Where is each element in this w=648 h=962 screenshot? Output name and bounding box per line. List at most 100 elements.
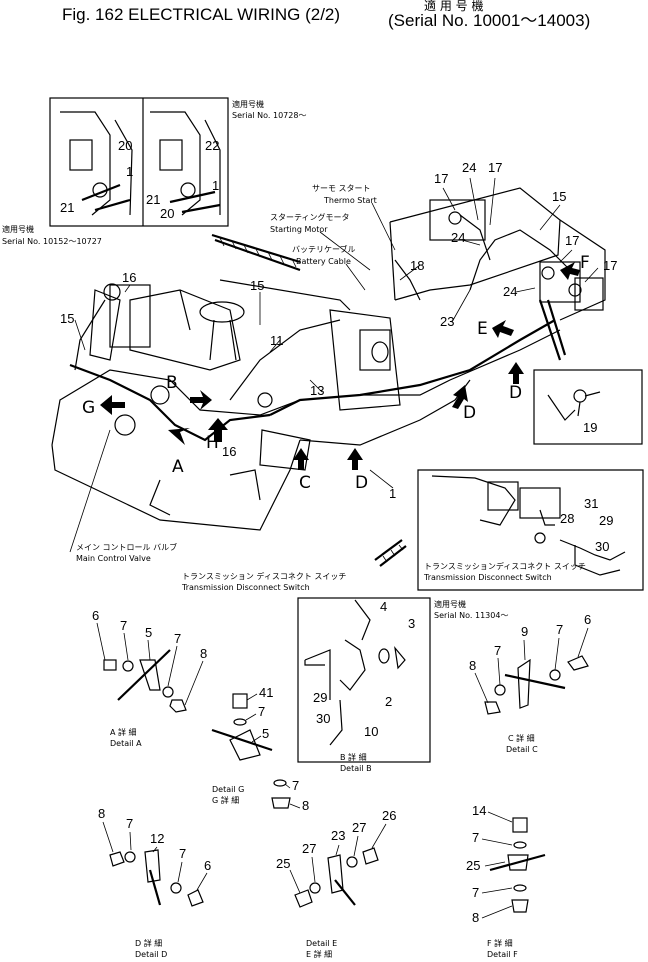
detail-e-drawing: 25 27 23 27 26 [276,808,396,908]
svg-text:7: 7 [120,618,127,633]
detail-b: Detail B [340,764,372,773]
svg-text:26: 26 [382,808,396,823]
detail-f-jp: F 詳 細 [487,938,513,948]
mcv-label: Main Control Valve [76,554,151,563]
detail-g-jp: G 詳 細 [212,795,239,805]
label-C: C [299,473,311,493]
detail-d-drawing: 8 7 12 7 6 [98,806,211,907]
title-serial-jp: 適 用 号 機 [424,0,483,13]
tds-label: Transmission Disconnect Switch [181,583,310,592]
svg-text:7: 7 [494,643,501,658]
detail-b-drawing: 4 3 2 29 30 10 [297,597,431,763]
svg-text:16: 16 [122,270,136,285]
starting-jp: スターティングモータ [270,212,350,222]
wiring-harness [69,211,582,446]
svg-text:30: 30 [316,711,330,726]
label-G: G [82,398,95,418]
label-B: B [166,373,178,393]
svg-text:24: 24 [503,284,517,299]
svg-text:25: 25 [276,856,290,871]
inset-top-left: 20 1 21 22 1 21 20 [49,97,229,227]
figure-title: Fig. 162 ELECTRICAL WIRING (2/2) [62,5,340,24]
svg-text:2: 2 [385,694,392,709]
label-A: A [172,457,184,477]
svg-text:8: 8 [200,646,207,661]
svg-text:29: 29 [313,690,327,705]
detail-c-jp: C 詳 細 [508,733,535,743]
svg-text:20: 20 [118,138,132,153]
svg-text:7: 7 [472,830,479,845]
hatch-arrow [374,539,407,567]
svg-text:24: 24 [451,230,465,245]
svg-text:20: 20 [160,206,174,221]
svg-text:15: 15 [60,311,74,326]
detail-a-drawing: 6 7 5 7 8 [92,608,207,713]
svg-text:23: 23 [440,314,454,329]
detail-f-drawing: 14 7 25 7 8 [466,803,546,925]
label-D-2: D [463,403,476,423]
title-serial: (Serial No. 10001～14003) [388,11,590,30]
svg-text:28: 28 [560,511,574,526]
svg-text:17: 17 [603,258,617,273]
inset-serial: Serial No. 10728～ [232,111,306,120]
machine-frame [51,187,606,531]
svg-text:8: 8 [98,806,105,821]
serial-11304-jp: 適用号機 [434,599,466,609]
svg-text:5: 5 [262,726,269,741]
detail-a: Detail A [110,739,142,748]
svg-text:25: 25 [466,858,480,873]
detail-e: Detail E [306,939,337,948]
detail-c-drawing: 9 7 6 7 8 [469,612,591,715]
svg-text:7: 7 [179,846,186,861]
svg-text:29: 29 [599,513,613,528]
svg-text:6: 6 [204,858,211,873]
svg-text:8: 8 [472,910,479,925]
tds2-label: Transmission Disconnect Switch [423,573,552,582]
svg-text:6: 6 [584,612,591,627]
svg-text:17: 17 [488,160,502,175]
detail-g-drawing: 41 7 5 7 8 [211,685,309,813]
svg-text:13: 13 [310,383,324,398]
detail-d-jp: D 詳 細 [135,938,162,948]
svg-text:4: 4 [380,599,387,614]
svg-text:1: 1 [389,486,396,501]
svg-text:10: 10 [364,724,378,739]
detail-arrows [100,262,580,470]
inset-transmission: 31 28 29 30 [417,469,644,591]
battery-label: Battery Cable [296,257,351,266]
tds-jp: トランスミッション ディスコネクト スイッチ [182,571,346,581]
left-serial: Serial No. 10152～10727 [2,237,102,246]
svg-text:7: 7 [258,704,265,719]
svg-text:11: 11 [270,333,284,348]
svg-text:30: 30 [595,539,609,554]
svg-text:7: 7 [126,816,133,831]
svg-text:18: 18 [410,258,424,273]
svg-text:14: 14 [472,803,486,818]
svg-text:8: 8 [469,658,476,673]
detail-e-jp: E 詳 細 [306,949,332,959]
svg-text:5: 5 [145,625,152,640]
serial-11304: Serial No. 11304～ [434,611,508,620]
mcv-jp: メイン コントロール バルブ [76,542,177,552]
tds2-jp: トランスミッションディスコネクト スイッチ [424,561,586,571]
svg-text:6: 6 [92,608,99,623]
svg-text:7: 7 [292,778,299,793]
svg-text:7: 7 [174,631,181,646]
svg-text:17: 17 [565,233,579,248]
svg-text:1: 1 [212,178,219,193]
thermo-jp: サーモ スタート [312,184,371,193]
svg-text:1: 1 [126,164,133,179]
label-D-3: D [509,383,522,403]
thermo-label: Thermo Start [323,196,377,205]
svg-text:3: 3 [408,616,415,631]
svg-text:27: 27 [352,820,366,835]
svg-text:8: 8 [302,798,309,813]
starting-label: Starting Motor [270,225,328,234]
inset-serial-jp: 適用号機 [232,99,264,109]
label-D-1: D [355,473,368,493]
svg-text:7: 7 [472,885,479,900]
detail-c: Detail C [506,745,538,754]
svg-text:41: 41 [259,685,273,700]
